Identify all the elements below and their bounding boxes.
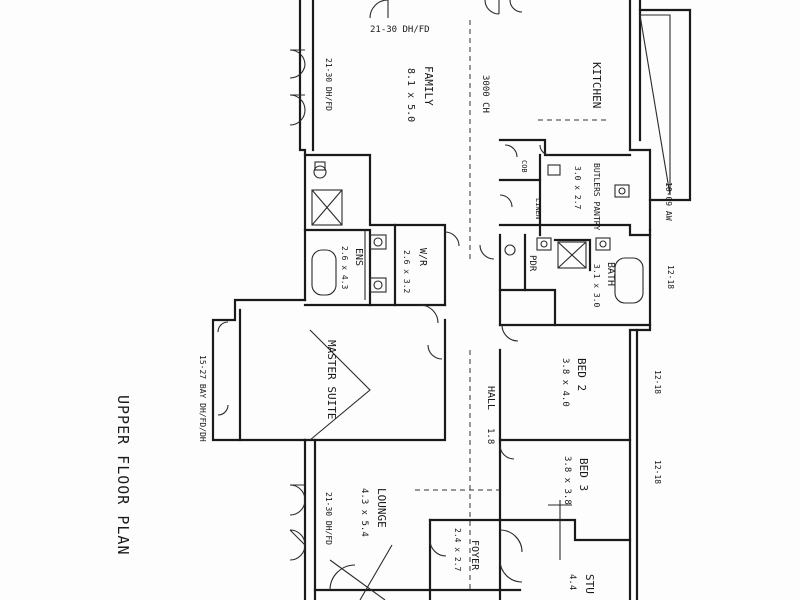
dashed-lines [415, 20, 610, 590]
toilet-icon [504, 244, 516, 256]
basin-icon [369, 234, 387, 250]
fixtures [311, 14, 671, 304]
ens-size: 2.6 x 4.3 [340, 246, 349, 290]
bed3-label: BED 3 [577, 458, 590, 491]
bed2-window-label: 12-18 [653, 370, 662, 394]
wir-size: 2.6 x 3.2 [402, 250, 411, 294]
lounge-label: LOUNGE [375, 488, 388, 528]
kitchen-window-label: 10-09 AW [664, 182, 673, 221]
bay-window-label: 15-27 BAY DH/FD/DH [198, 355, 207, 442]
ens-label: ENS [353, 248, 364, 266]
toilet-icon [313, 165, 327, 179]
bed3-size: 3.8 x 3.8 [562, 456, 572, 505]
hall-size: 1.8 [485, 428, 495, 444]
ceiling-label: 3000 CH [480, 75, 490, 113]
foyer-label: FOYER [469, 540, 480, 571]
linen-label: LINEN [534, 198, 542, 219]
bathtub-icon [311, 249, 337, 296]
bath-size: 3.1 x 3.0 [592, 264, 601, 308]
family-window-label: 21-30 DH/FD [324, 58, 333, 111]
basin-icon [369, 277, 387, 293]
family-size: 8.1 x 5.0 [405, 68, 416, 122]
family-label: FAMILY [422, 66, 435, 106]
pdr-label: PDR [527, 255, 537, 272]
vault-marker [309, 329, 371, 441]
butlers-label: BUTLERS PANTRY [592, 163, 601, 231]
bath-label: BATH [605, 262, 616, 286]
hall-label: HALL [485, 386, 496, 410]
stair-marker [359, 544, 393, 600]
cob-label: COB [520, 160, 528, 173]
bath-window-label: 12-18 [666, 265, 675, 289]
lounge-size: 4.3 x 5.4 [359, 488, 369, 537]
shower-icon [557, 241, 587, 269]
study-size: 4.4 [567, 574, 577, 590]
drawing-title: UPPER FLOOR PLAN [114, 395, 132, 556]
butlers-size: 3.0 x 2.7 [573, 166, 582, 210]
top-window-label: 21-30 DH/FD [370, 25, 430, 35]
foyer-size: 2.4 x 2.7 [453, 528, 462, 572]
window-annotations: 21-30 DH/FD 21-30 DH/FD 21-30 DH/FD 15-2… [198, 25, 675, 545]
bed2-size: 3.8 x 4.0 [560, 358, 570, 407]
shower-icon [311, 189, 343, 226]
bed2-label: BED 2 [575, 358, 588, 391]
lounge-window-label: 21-30 DH/FD [324, 492, 333, 545]
exterior-walls [211, 0, 692, 600]
kitchen-label: KITCHEN [590, 62, 603, 108]
bed3-window-label: 12-18 [653, 460, 662, 484]
master-suite-label: MASTER SUITE [325, 340, 338, 419]
room-labels: FAMILY 8.1 x 5.0 3000 CH KITCHEN BUTLERS… [325, 62, 616, 594]
doors [217, 0, 551, 591]
wir-label: W/R [417, 248, 428, 267]
bathtub-icon [614, 257, 644, 304]
study-label: STU [583, 574, 596, 594]
stair-marker [329, 559, 386, 600]
